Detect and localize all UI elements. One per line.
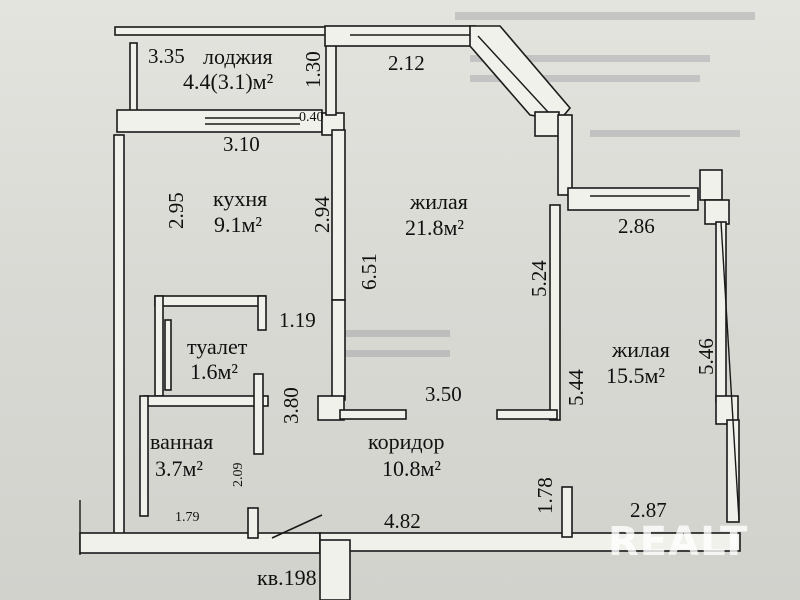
- corridor-area: 10.8м²: [382, 456, 441, 481]
- dim-bathroom-bottom: 1.79: [175, 510, 200, 525]
- dim-small-living-width: 2.86: [618, 214, 655, 238]
- wall-toilet-left: [154, 295, 164, 397]
- wall-loggia-bottom: [116, 109, 323, 133]
- wall-right-column: [704, 199, 730, 225]
- dim-loggia-width: 3.35: [148, 44, 185, 68]
- wall-living-top: [324, 25, 476, 47]
- kitchen-name: кухня: [213, 186, 267, 211]
- wall-right-outer-lower: [726, 419, 740, 523]
- wall-kitchen-toilet: [154, 295, 266, 307]
- wall-kitchen-living-lower: [331, 299, 346, 401]
- wall-toilet-bathroom: [143, 395, 269, 407]
- dim-kitchen-wall: 2.94: [310, 196, 334, 233]
- living-small-area: 15.5м²: [606, 363, 665, 388]
- dim-small-living-left: 5.44: [564, 369, 588, 406]
- bathroom-area: 3.7м²: [155, 456, 203, 481]
- apartment-number: кв.198: [257, 565, 317, 590]
- bay-window-line: [477, 35, 549, 113]
- dim-living-large-right: 5.24: [527, 260, 551, 297]
- wall-bottom-left: [79, 532, 321, 554]
- dimension-labels-vertical: 1.30 2.95 2.94 6.51 5.24 5.46 3.80 5.44 …: [164, 51, 718, 514]
- living-large-area: 21.8м²: [405, 215, 464, 240]
- wall-entrance-stub: [319, 539, 351, 600]
- wall-right-outer-line: [720, 221, 740, 521]
- wall-toilet-inner: [164, 319, 172, 391]
- realt-watermark: REALT: [608, 519, 748, 565]
- wall-bath-door-jamb: [253, 373, 264, 455]
- toilet-area: 1.6м²: [190, 359, 238, 384]
- loggia-name: лоджия: [203, 44, 273, 69]
- wall-loggia-top: [114, 26, 331, 36]
- entrance-door: [271, 514, 323, 539]
- dim-kitchen-width: 3.10: [223, 132, 260, 156]
- dim-corridor-upper: 3.50: [425, 382, 462, 406]
- wall-bay-diagonal: [469, 25, 572, 121]
- wall-living-corridor-left: [339, 409, 407, 420]
- dim-bathroom-depth: 2.09: [231, 463, 246, 488]
- kitchen-area: 9.1м²: [214, 212, 262, 237]
- wall-right-top-column: [699, 169, 723, 201]
- toilet-name: туалет: [187, 334, 248, 359]
- wall-bathroom-left: [139, 395, 149, 517]
- dim-toilet-door: 1.19: [279, 308, 316, 332]
- dim-living-window: 2.12: [388, 51, 425, 75]
- dim-corridor-bottom: 4.82: [384, 509, 421, 533]
- dim-kitchen-depth: 2.95: [164, 192, 188, 229]
- living-small-name: жилая: [611, 337, 670, 362]
- wall-bay-column: [534, 111, 560, 137]
- wall-between-living: [549, 204, 561, 421]
- wall-toilet-door-jamb: [257, 295, 267, 331]
- living-large-name: жилая: [409, 189, 468, 214]
- dim-small-living-depth: 5.46: [694, 338, 718, 375]
- wall-left-outer: [113, 134, 125, 536]
- dim-bathroom-wall: 3.80: [279, 387, 303, 424]
- corridor-name: коридор: [368, 429, 445, 454]
- bathroom-name: ванная: [150, 429, 213, 454]
- wall-loggia-left: [129, 42, 138, 114]
- wall-bath-bottom-stub: [247, 507, 259, 539]
- wall-living-corridor-right: [496, 409, 558, 420]
- dim-loggia-depth: 1.30: [301, 51, 325, 88]
- wall-corridor-stub: [561, 486, 573, 538]
- wall-bay-right: [557, 114, 573, 196]
- wall-small-living-top: [567, 187, 699, 211]
- loggia-area: 4.4(3.1)м²: [183, 69, 274, 94]
- dim-corridor-stub: 1.78: [533, 477, 557, 514]
- room-labels: лоджия 4.4(3.1)м² кухня 9.1м² жилая 21.8…: [150, 44, 670, 590]
- dim-column: 0.40: [299, 110, 324, 125]
- paper-background: [340, 12, 755, 357]
- walls: [79, 25, 741, 600]
- dim-corridor-right: 2.87: [630, 498, 667, 522]
- dim-living-large-depth: 6.51: [357, 253, 381, 290]
- dimension-labels: 3.35 2.12 0.40 3.10 2.86 1.19 3.50 2.87 …: [148, 44, 667, 533]
